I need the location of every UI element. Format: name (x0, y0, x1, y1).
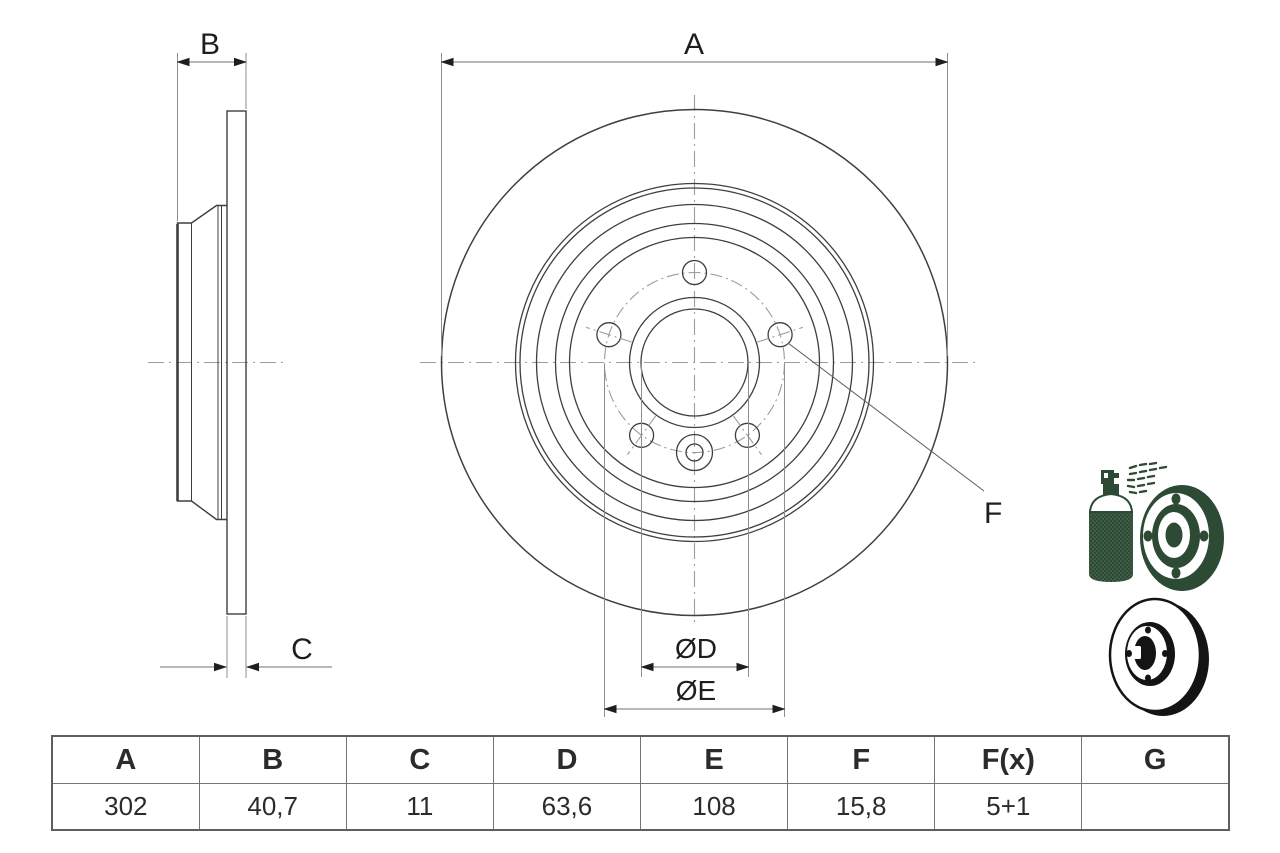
spray-can-neck (1103, 484, 1119, 495)
spray-mist (1126, 461, 1168, 495)
hub-circle (628, 296, 761, 429)
center-mark-right (757, 326, 804, 343)
table-value-d: 63,6 (492, 783, 642, 831)
spray-can-shoulder (1088, 492, 1134, 513)
bolt-hole-left (596, 322, 622, 348)
table-value-e: 108 (639, 783, 789, 831)
table-header-fx: F(x) (934, 735, 1083, 784)
solid-disc-keyway (1134, 646, 1141, 659)
center-bore-circle (640, 308, 749, 417)
spray-can-head-detail (1104, 473, 1108, 478)
coated-disc-hole-top (1171, 493, 1181, 505)
dim-label-f: F (984, 497, 1002, 530)
table-header-g: G (1081, 735, 1230, 784)
table-header-d: D (492, 735, 642, 784)
table-value-b: 40,7 (198, 783, 347, 831)
coated-disc-hole-bottom (1171, 567, 1181, 579)
table-value-a: 302 (51, 783, 200, 831)
hat-outer-circle (568, 236, 821, 489)
center-mark-bottom-right (732, 415, 762, 456)
solid-disc-bore (1134, 636, 1156, 670)
table-header-e: E (639, 735, 789, 784)
table-value-f: 15,8 (787, 783, 936, 831)
solid-disc-dot-top (1145, 626, 1151, 634)
coated-disc-hole-left (1143, 530, 1153, 542)
table-header-c: C (345, 735, 494, 784)
locating-hole-outer (675, 433, 714, 472)
braking-surface-circle-2 (519, 187, 870, 538)
inner-step-circle-2 (554, 222, 835, 503)
locating-hole-inner (685, 443, 704, 462)
bolt-hole-top (681, 259, 708, 286)
coated-disc-bore (1165, 522, 1183, 548)
center-mark-left (585, 326, 632, 343)
dim-f-leader (787, 342, 985, 492)
table-header-b: B (198, 735, 347, 784)
dimension-table-value-row: 302 40,7 11 63,6 108 15,8 5+1 (51, 783, 1230, 831)
bolt-hole-bottom-right (734, 422, 761, 448)
bolt-circle (603, 271, 786, 454)
front-view: A ØD ØE F (420, 28, 1002, 717)
solid-disc-icon (1108, 597, 1209, 716)
dim-label-b: B (200, 28, 220, 61)
table-header-a: A (51, 735, 200, 784)
spray-can-nozzle (1113, 473, 1119, 478)
outer-diameter-circle (440, 108, 949, 617)
side-view-cross-section: B C (148, 28, 332, 678)
dim-label-d: ØD (675, 633, 717, 664)
solid-disc-dot-left (1126, 650, 1132, 657)
dimension-table: A B C D E F F(x) G 302 40,7 11 63,6 108 … (51, 735, 1230, 831)
solid-disc-dot-right (1162, 650, 1168, 657)
coated-disc-hole-right (1199, 530, 1209, 542)
table-header-f: F (787, 735, 936, 784)
spray-can-body (1089, 512, 1133, 582)
coating-spray-icon (1088, 461, 1224, 591)
solid-disc-dot-bottom (1145, 674, 1151, 682)
dim-label-e: ØE (676, 675, 716, 706)
bolt-hole-right (767, 322, 793, 348)
table-value-c: 11 (345, 783, 494, 831)
table-value-g (1081, 783, 1230, 831)
table-value-fx: 5+1 (934, 783, 1083, 831)
dim-label-c: C (291, 633, 313, 666)
dimension-table-header-row: A B C D E F F(x) G (51, 735, 1230, 784)
braking-surface-circle-1 (514, 182, 875, 543)
disc-plate-outline (226, 110, 247, 615)
dim-label-a: A (684, 28, 704, 61)
inner-step-circle-1 (535, 203, 854, 522)
